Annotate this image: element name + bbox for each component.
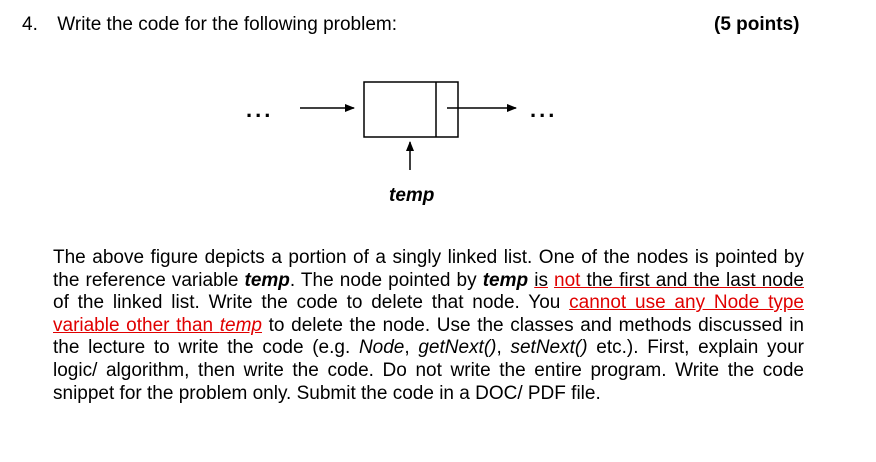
temp-label: temp [389,185,435,206]
variable-temp: temp [244,269,290,291]
question-title: Write the code for the following problem… [57,14,397,35]
points-label: (5 points) [714,14,800,35]
ellipsis-right: ... [530,97,557,122]
text-segment: to delete the node. Use the classes and … [53,314,804,359]
text-segment: The above figure depicts a portion of a … [53,247,804,291]
text-segment: , [404,337,419,359]
example-getnext: getNext() [418,337,497,359]
question-paragraph: The above figure depicts a portion of a … [53,247,804,405]
question-number: 4. [22,14,38,35]
ellipsis-left: ... [246,97,273,122]
underlined-text: the first and the last node [580,269,804,291]
text-segment: of the linked list. Write the code to de… [53,292,570,314]
text-segment: . The node pointed by [289,269,483,291]
underlined-text: is [534,269,548,291]
emphasis-not: not [554,269,581,291]
text-segment: , [496,337,511,359]
constraint-text: cannot use any Node type variable other … [53,292,804,336]
constraint-temp: temp [219,314,262,336]
example-setnext: setNext() [510,337,588,359]
example-node: Node [358,337,405,359]
variable-temp: temp [482,269,529,291]
text-segment: etc.). First, explain your logic/ algori… [53,337,804,404]
node-box [363,81,459,138]
question-header: 4. Write the code for the following prob… [22,14,397,36]
